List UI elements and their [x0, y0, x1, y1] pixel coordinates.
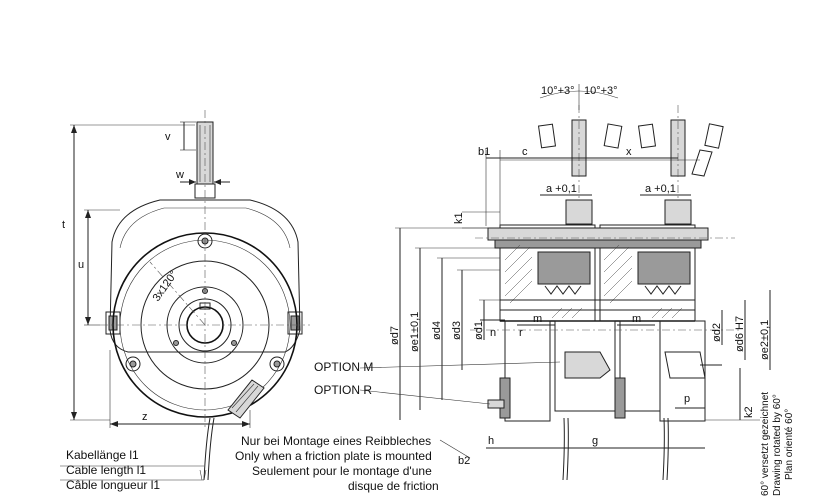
terminal-positions	[537, 105, 724, 200]
section-view-labels: 10°+3° 10°+3° b1 c x a +0,1 a +0,1 k1 ød…	[389, 85, 771, 467]
label-d4: ød4	[431, 321, 443, 340]
label-d1: ød1	[473, 321, 485, 340]
label-angle: 3x120°	[151, 269, 181, 304]
label-w: w	[175, 169, 184, 181]
label-k2: k2	[743, 406, 755, 418]
friction-note-fr2: disque de friction	[348, 479, 439, 493]
friction-plate-left	[499, 377, 511, 419]
cable-note-de: Kabellänge l1	[66, 448, 139, 462]
armature	[499, 299, 696, 311]
left-diameter-dims	[395, 227, 500, 420]
label-n: n	[490, 327, 496, 339]
label-d2: ød2	[711, 323, 723, 342]
right-diameter-dims	[705, 290, 771, 421]
rotation-note-de: 60° versetzt gezeichnet	[760, 391, 771, 496]
label-u: u	[78, 259, 84, 271]
label-x: x	[626, 146, 632, 158]
label-v: v	[165, 131, 171, 143]
label-e2: øe2±0,1	[759, 320, 771, 360]
label-k1: k1	[453, 212, 465, 224]
label-z: z	[142, 411, 148, 423]
top-dims	[462, 150, 691, 229]
hub-right	[619, 320, 661, 412]
rotation-note-fr: Plan orienté 60°	[784, 408, 795, 480]
label-d6: ød6 H7	[734, 316, 746, 352]
rotor-right	[659, 320, 706, 422]
label-b2: b2	[458, 455, 470, 467]
label-t: t	[62, 219, 65, 231]
rotor-left	[554, 320, 616, 412]
mount-hole-left	[125, 356, 141, 372]
option-r-label: OPTION R	[314, 383, 373, 397]
label-r: r	[519, 327, 523, 339]
right-fastener	[287, 311, 303, 335]
hub-left	[504, 320, 551, 422]
cable	[203, 417, 211, 481]
cable-note-fr: Câble longueur l1	[66, 478, 161, 492]
option-m-label: OPTION M	[314, 360, 374, 374]
friction-note-de: Nur bei Montage eines Reibbleches	[241, 434, 432, 448]
housing	[109, 199, 301, 353]
label-c: c	[522, 146, 528, 158]
label-e1: øe1±0,1	[409, 312, 421, 352]
mount-hole-right	[269, 356, 285, 372]
label-g: g	[592, 435, 598, 447]
friction-note-en: Only when a friction plate is mounted	[235, 449, 432, 463]
label-a1: a +0,1	[546, 183, 577, 195]
nut-left	[565, 199, 593, 225]
label-angle1: 10°+3°	[541, 85, 575, 97]
option-r-bolt	[487, 399, 505, 409]
nut-right	[664, 199, 692, 225]
coil-left	[537, 251, 591, 285]
friction-plate-right	[614, 377, 626, 419]
front-view	[60, 110, 310, 481]
label-d3: ød3	[451, 321, 463, 340]
option-m-gland	[564, 351, 611, 379]
cable-note-en: Cable length l1	[66, 463, 147, 477]
label-angle2: 10°+3°	[584, 85, 618, 97]
spring-left	[544, 285, 582, 295]
label-p: p	[684, 393, 690, 405]
coil-right	[637, 251, 691, 285]
front-view-labels: v w t u z 3x120°	[62, 131, 184, 423]
label-d7: ød7	[389, 326, 401, 345]
label-a2: a +0,1	[645, 183, 676, 195]
friction-note-fr1: Seulement pour le montage d'une	[252, 464, 432, 478]
label-m1: m	[533, 313, 542, 325]
label-b1: b1	[478, 146, 490, 158]
rotation-note-en: Drawing rotated by 60°	[772, 394, 783, 496]
section-view	[359, 84, 771, 481]
label-h: h	[488, 435, 494, 447]
label-m2: m	[632, 313, 641, 325]
spring-right	[644, 285, 682, 295]
